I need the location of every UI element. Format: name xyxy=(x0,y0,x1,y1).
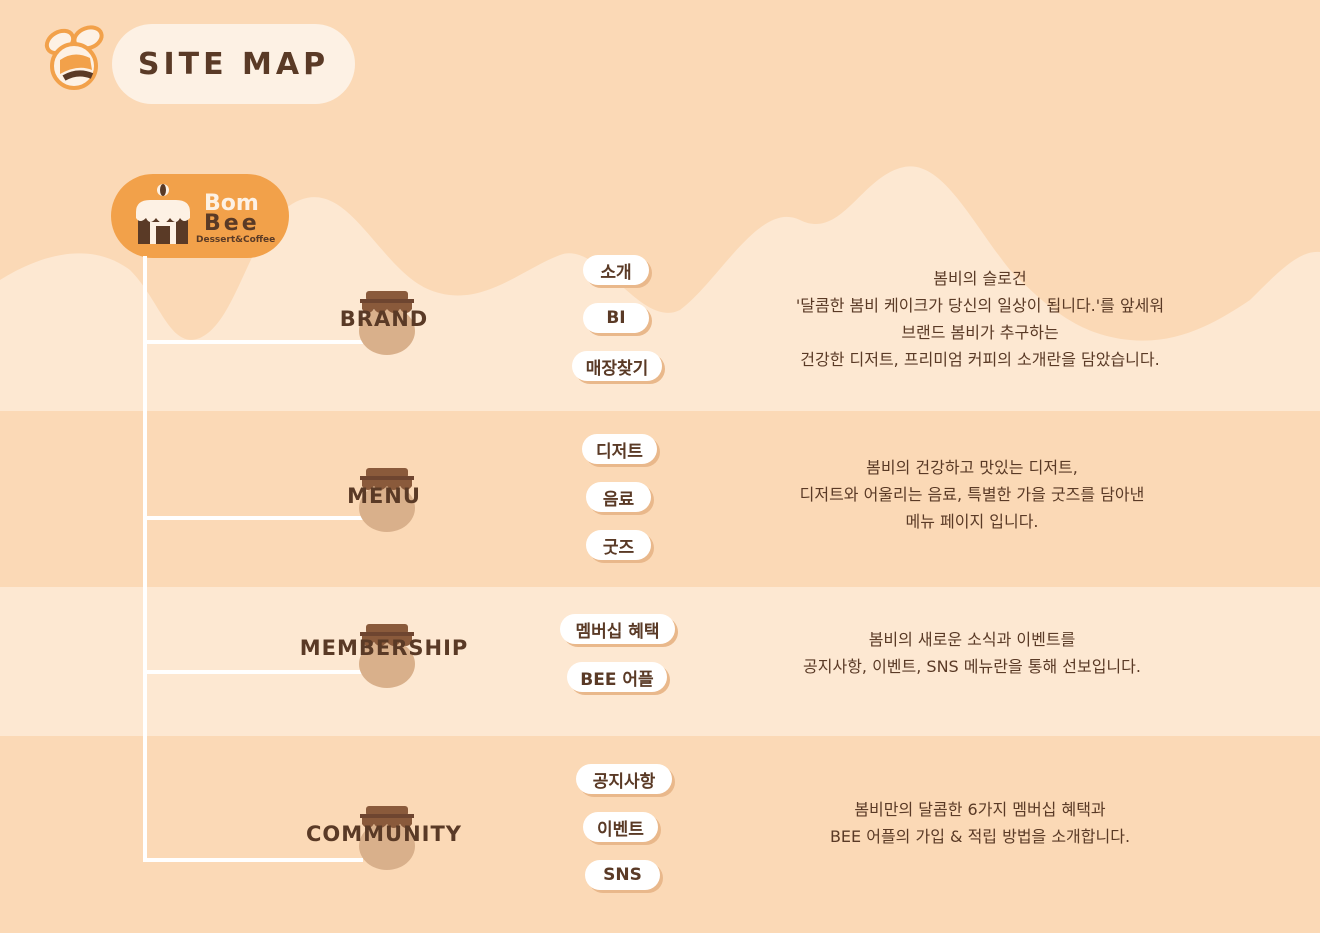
description-line: 공지사항, 이벤트, SNS 메뉴란을 통해 선보입니다. xyxy=(803,657,1141,676)
description-menu: 봄비의 건강하고 맛있는 디저트, 디저트와 어울리는 음료, 특별한 가을 굿… xyxy=(742,454,1202,535)
logo-text-bee: Bee xyxy=(204,211,260,236)
description-community: 봄비만의 달콤한 6가지 멤버십 혜택과 BEE 어플의 가입 & 적립 방법을… xyxy=(750,796,1210,850)
chip-menu-drink[interactable]: 음료 xyxy=(586,482,651,512)
description-line: BEE 어플의 가입 & 적립 방법을 소개합니다. xyxy=(829,827,1131,846)
description-line: 메뉴 페이지 입니다. xyxy=(905,512,1039,531)
chip-brand-intro[interactable]: 소개 xyxy=(583,255,649,285)
description-line: 봄비의 건강하고 맛있는 디저트, xyxy=(866,458,1078,477)
logo-text-tagline: Dessert&Coffee xyxy=(196,235,276,245)
description-line: '달콤한 봄비 케이크가 당신의 일상이 됩니다.'를 앞세워 xyxy=(795,296,1165,315)
honey-jar-icon-membership xyxy=(359,624,415,688)
chip-community-notice[interactable]: 공지사항 xyxy=(576,764,672,794)
page-title: SITE MAP xyxy=(137,46,330,82)
brand-wave-background xyxy=(0,166,1320,411)
description-line: 브랜드 봄비가 추구하는 xyxy=(901,323,1059,342)
tree-branch-community xyxy=(143,858,363,862)
bee-logo-icon xyxy=(44,25,104,90)
chip-membership-benefits[interactable]: 멤버십 혜택 xyxy=(560,614,675,644)
description-brand: 봄비의 슬로건 '달콤한 봄비 케이크가 당신의 일상이 됩니다.'를 앞세워 … xyxy=(750,265,1210,373)
tree-trunk-line xyxy=(143,256,147,862)
logo-text-bom: Bom xyxy=(204,191,259,216)
band-membership xyxy=(0,587,1320,736)
chip-menu-dessert[interactable]: 디저트 xyxy=(582,434,657,464)
chip-brand-bi[interactable]: BI xyxy=(583,303,649,333)
category-label-menu[interactable]: MENU xyxy=(347,484,421,508)
chip-brand-store-finder[interactable]: 매장찾기 xyxy=(572,351,662,381)
description-line: 디저트와 어울리는 음료, 특별한 가을 굿즈를 담아낸 xyxy=(799,485,1145,504)
page-title-pill: SITE MAP xyxy=(112,24,355,104)
chip-membership-bee-app[interactable]: BEE 어플 xyxy=(567,662,667,692)
category-label-community[interactable]: COMMUNITY xyxy=(305,822,463,846)
chip-community-event[interactable]: 이벤트 xyxy=(583,812,658,842)
chip-menu-goods[interactable]: 굿즈 xyxy=(586,530,651,560)
tree-branch-menu xyxy=(143,516,363,520)
tree-branch-membership xyxy=(143,670,363,674)
description-line: 건강한 디저트, 프리미엄 커피의 소개란을 담았습니다. xyxy=(800,350,1160,369)
category-label-membership[interactable]: MEMBERSHIP xyxy=(299,636,469,660)
description-line: 봄비의 새로운 소식과 이벤트를 xyxy=(868,630,1076,649)
honey-jar-icon-community xyxy=(359,806,415,870)
cake-icon xyxy=(136,184,190,244)
tree-branch-brand xyxy=(143,340,363,344)
chip-community-sns[interactable]: SNS xyxy=(585,860,660,890)
honey-jar-icon-menu xyxy=(359,468,415,532)
category-label-brand[interactable]: BRAND xyxy=(339,307,429,331)
description-membership: 봄비의 새로운 소식과 이벤트를 공지사항, 이벤트, SNS 메뉴란을 통해 … xyxy=(742,626,1202,680)
description-line: 봄비의 슬로건 xyxy=(933,269,1027,288)
honey-jar-icon-brand xyxy=(359,291,415,355)
description-line: 봄비만의 달콤한 6가지 멤버십 혜택과 xyxy=(854,800,1106,819)
band-menu xyxy=(0,411,1320,587)
